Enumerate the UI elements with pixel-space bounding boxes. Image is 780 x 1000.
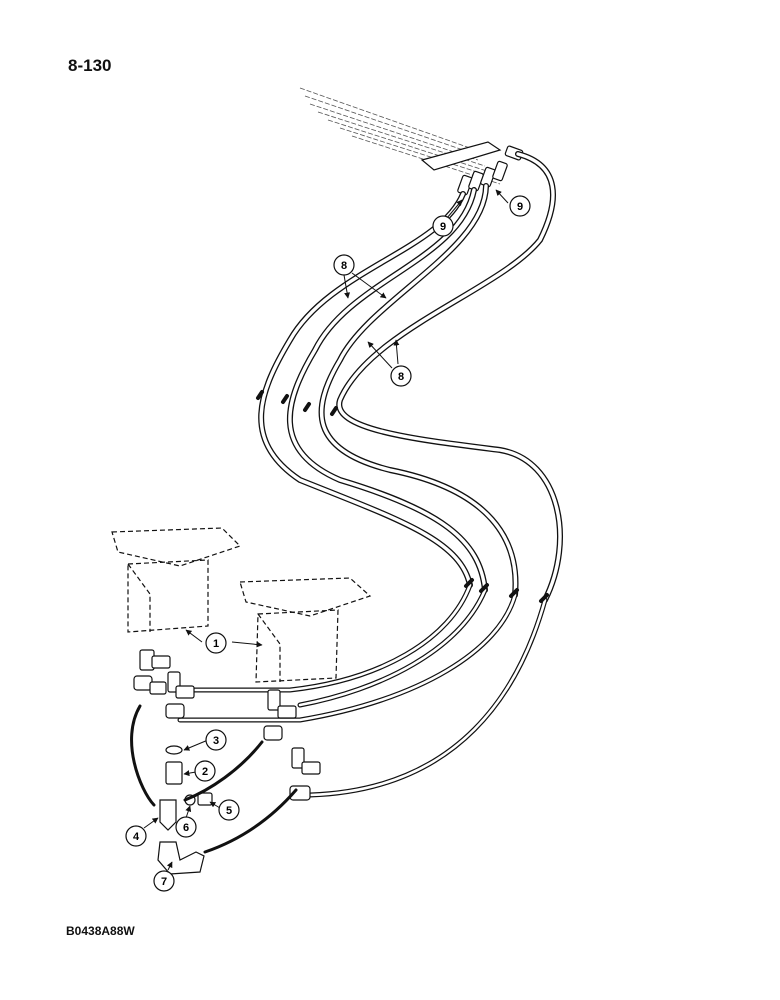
hose-2 <box>287 187 488 593</box>
svg-text:4: 4 <box>133 831 140 843</box>
callout-1: 1 <box>205 632 227 654</box>
tee-fitting <box>159 799 177 831</box>
svg-text:1: 1 <box>213 638 219 650</box>
callout-6: 6 <box>175 816 197 838</box>
o-ring <box>165 745 183 755</box>
callout-8-lower: 8 <box>390 365 412 387</box>
adapter <box>165 761 183 785</box>
mounting-bracket <box>420 141 502 171</box>
leader-lines <box>143 189 509 871</box>
callout-4: 4 <box>125 825 147 847</box>
callout-9-right: 9 <box>509 195 531 217</box>
valve-housing-right <box>239 577 372 683</box>
elbow-fittings <box>133 649 321 801</box>
valve-housing-left <box>111 527 242 633</box>
svg-text:8: 8 <box>341 260 347 272</box>
upstream-tube-bundle <box>299 87 501 185</box>
hose-ferrules <box>256 390 549 603</box>
svg-text:7: 7 <box>161 876 167 888</box>
figure-code: B0438A88W <box>66 924 135 938</box>
svg-text:3: 3 <box>213 735 219 747</box>
callout-7: 7 <box>153 870 175 892</box>
plug <box>197 792 213 806</box>
svg-text:9: 9 <box>440 221 446 233</box>
connector-hoses <box>130 704 298 854</box>
callout-2: 2 <box>194 760 216 782</box>
elbow-swivel <box>157 841 205 875</box>
callout-9-left: 9 <box>432 215 454 237</box>
page-number: 8-130 <box>68 56 112 75</box>
callouts: 9 9 8 8 1 3 2 5 <box>125 195 531 892</box>
svg-text:2: 2 <box>202 766 208 778</box>
svg-text:6: 6 <box>183 822 189 834</box>
svg-text:9: 9 <box>517 201 523 213</box>
callout-5: 5 <box>218 799 240 821</box>
svg-text:5: 5 <box>226 805 232 817</box>
callout-3: 3 <box>205 729 227 751</box>
callout-8-upper: 8 <box>333 254 355 276</box>
hose-1 <box>258 191 473 588</box>
hose-assemblies <box>177 151 563 798</box>
svg-text:8: 8 <box>398 371 404 383</box>
